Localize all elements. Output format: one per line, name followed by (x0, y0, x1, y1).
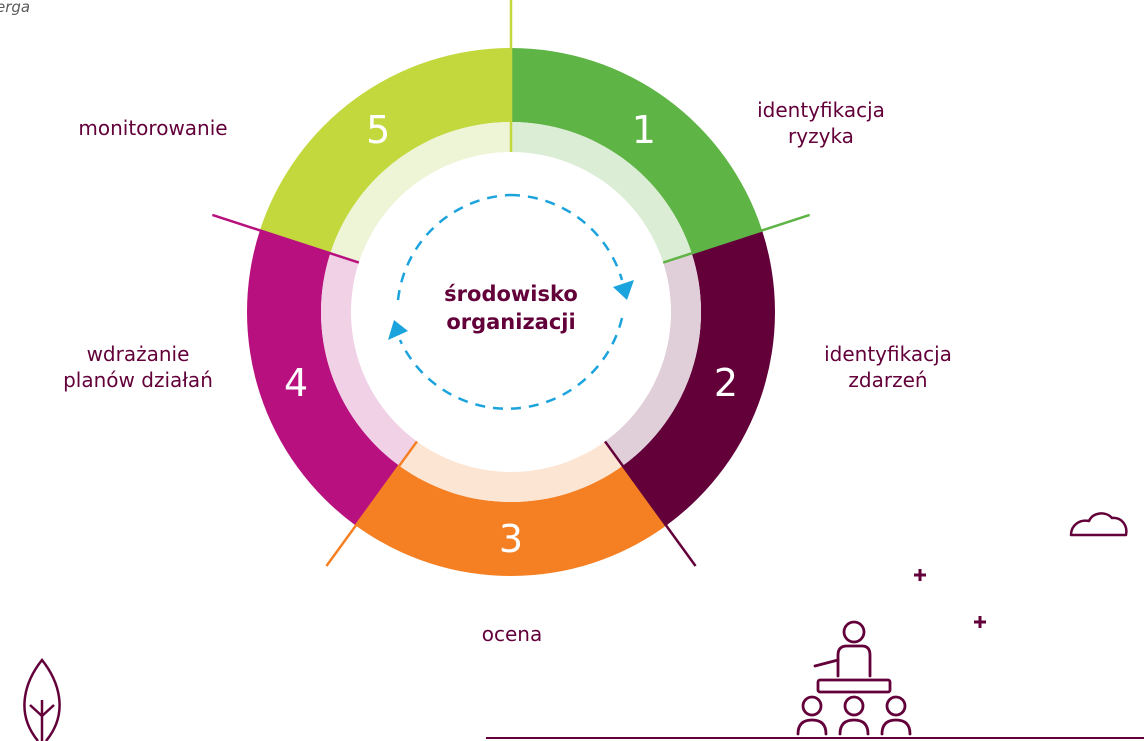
segment-5-outer (259, 48, 511, 254)
segment-number-1: 1 (632, 108, 656, 152)
segment-2-inner (605, 253, 702, 466)
arrowhead-icon (613, 280, 634, 300)
stage-label-5-line1: monitorowanie (78, 116, 228, 140)
center-title: środowisko organizacji (411, 280, 611, 336)
segment-number-2: 2 (714, 361, 738, 405)
segment-3-inner (399, 441, 623, 503)
plus-icon (914, 569, 926, 581)
stage-label-2-line2: zdarzeń (848, 368, 928, 392)
cycle-arrows (388, 193, 634, 410)
inner-ring (321, 122, 702, 503)
segment-1-outer (511, 48, 763, 254)
segment-2-outer (622, 230, 775, 526)
segment-numbers: 1 2 3 4 5 (284, 108, 738, 561)
stage-label-4: wdrażanie planów działań (38, 341, 238, 393)
segment-number-3: 3 (499, 517, 523, 561)
segment-number-4: 4 (284, 361, 308, 405)
stage-label-5: monitorowanie (68, 115, 238, 141)
segment-dividers (211, 0, 811, 567)
stage-label-3-line1: ocena (481, 622, 543, 646)
center-title-line1: środowisko (444, 282, 578, 306)
plus-icon (974, 616, 986, 628)
segment-3-outer (355, 465, 667, 577)
divider-line (604, 440, 697, 567)
stage-label-1: identyfikacja ryzyka (741, 97, 901, 149)
segment-4-outer (247, 230, 400, 526)
divider-line (662, 213, 811, 264)
stage-label-2-line1: identyfikacja (824, 342, 952, 366)
segment-4-inner (321, 253, 417, 466)
segment-5-inner (330, 122, 511, 263)
arrowhead-icon (388, 320, 408, 340)
dashed-arc (396, 193, 511, 301)
stage-label-3: ocena (462, 621, 562, 647)
divider-line (325, 440, 418, 567)
stage-label-4-line2: planów działań (63, 368, 213, 392)
divider-line (211, 213, 360, 264)
header-fragment: erga (0, 0, 31, 16)
stage-label-2: identyfikacja zdarzeń (808, 341, 968, 393)
segment-1-inner (511, 122, 692, 263)
audience-presenter-icon (796, 620, 912, 736)
stage-label-1-line1: identyfikacja (757, 98, 885, 122)
outer-ring (247, 48, 775, 577)
segment-number-5: 5 (366, 108, 390, 152)
stage-label-4-line1: wdrażanie (86, 342, 190, 366)
center-title-line2: organizacji (446, 310, 576, 334)
dashed-arc (509, 193, 624, 281)
leaf-icon (23, 657, 61, 741)
cloud-icon (1069, 512, 1128, 537)
dashed-arc (398, 317, 624, 410)
stage-label-1-line2: ryzyka (788, 124, 854, 148)
